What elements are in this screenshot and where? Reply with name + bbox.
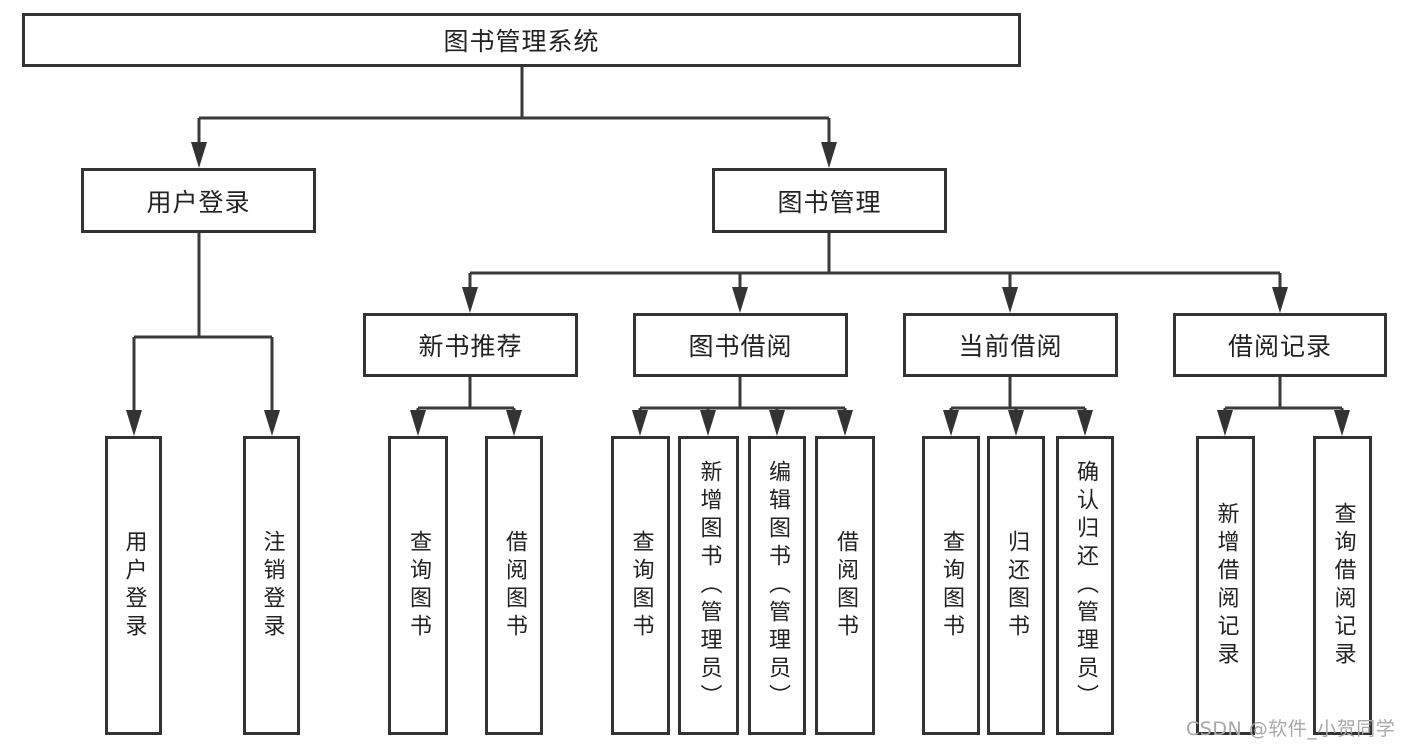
arrow-icon xyxy=(837,410,853,436)
leaf-label: 新增图书（管理员） xyxy=(696,459,722,712)
leaf-user-login: 用户登录 xyxy=(105,436,162,735)
leaf-query-books-current: 查询图书 xyxy=(922,436,980,735)
leaf-query-books-borrow: 查询图书 xyxy=(611,436,670,735)
connector-records-children xyxy=(1223,377,1344,416)
leaf-label: 编辑图书（管理员） xyxy=(765,459,790,712)
arrow-icon xyxy=(769,410,785,436)
connector-user-login-children xyxy=(132,232,274,416)
leaf-confirm-return-admin: 确认归还（管理员） xyxy=(1056,436,1114,735)
connector-book-mgmt-to-level3 xyxy=(468,233,1282,291)
arrow-icon xyxy=(126,410,142,436)
leaf-label: 新增借阅记录 xyxy=(1213,501,1239,670)
leaf-logout: 注销登录 xyxy=(243,436,300,735)
leaf-label: 归还图书 xyxy=(1004,529,1029,642)
arrow-icon xyxy=(1334,410,1350,436)
arrow-icon xyxy=(462,287,478,313)
arrow-icon xyxy=(632,410,648,436)
node-book-borrow: 图书借阅 xyxy=(633,313,848,377)
leaf-borrow-books-recommend: 借阅图书 xyxy=(485,436,543,735)
leaf-label: 借阅图书 xyxy=(502,529,527,642)
arrow-icon xyxy=(191,142,207,168)
leaf-label: 借阅图书 xyxy=(833,529,858,642)
node-root: 图书管理系统 xyxy=(22,13,1021,67)
leaf-query-books-recommend: 查询图书 xyxy=(388,436,448,735)
arrow-icon xyxy=(410,410,426,436)
leaf-label: 查询图书 xyxy=(939,529,964,642)
arrow-icon xyxy=(1272,287,1288,313)
arrow-icon xyxy=(821,142,837,168)
node-book-management: 图书管理 xyxy=(712,168,947,233)
arrow-icon xyxy=(506,410,522,436)
connector-recommend-children xyxy=(416,377,516,416)
arrow-icon xyxy=(700,410,716,436)
connector-borrow-children xyxy=(638,377,847,416)
csdn-watermark: CSDN @软件_小贺同学 xyxy=(1186,718,1396,740)
leaf-label: 查询借阅记录 xyxy=(1330,501,1356,670)
leaf-borrow-books: 借阅图书 xyxy=(815,436,875,735)
leaf-add-borrow-record: 新增借阅记录 xyxy=(1196,436,1255,735)
arrow-icon xyxy=(1217,410,1233,436)
arrow-icon xyxy=(732,287,748,313)
arrow-icon xyxy=(943,410,959,436)
leaf-query-borrow-record: 查询借阅记录 xyxy=(1313,436,1372,735)
arrow-icon xyxy=(1008,410,1024,436)
connector-root-to-level2 xyxy=(197,67,831,146)
leaf-label: 查询图书 xyxy=(406,529,431,642)
node-user-login: 用户登录 xyxy=(81,168,316,233)
leaf-add-book-admin: 新增图书（管理员） xyxy=(678,436,739,735)
arrow-icon xyxy=(264,410,280,436)
leaf-label: 注销登录 xyxy=(259,529,285,642)
leaf-label: 查询图书 xyxy=(628,529,654,642)
leaf-label: 用户登录 xyxy=(121,529,147,642)
leaf-return-book: 归还图书 xyxy=(987,436,1045,735)
arrow-icon xyxy=(1077,410,1093,436)
node-current-borrow: 当前借阅 xyxy=(903,313,1118,377)
arrowheads xyxy=(126,142,1350,436)
arrow-icon xyxy=(1002,287,1018,313)
node-borrow-records: 借阅记录 xyxy=(1173,313,1387,377)
leaf-edit-book-admin: 编辑图书（管理员） xyxy=(748,436,806,735)
node-new-book-recommend: 新书推荐 xyxy=(363,313,578,377)
leaf-label: 确认归还（管理员） xyxy=(1073,459,1098,712)
